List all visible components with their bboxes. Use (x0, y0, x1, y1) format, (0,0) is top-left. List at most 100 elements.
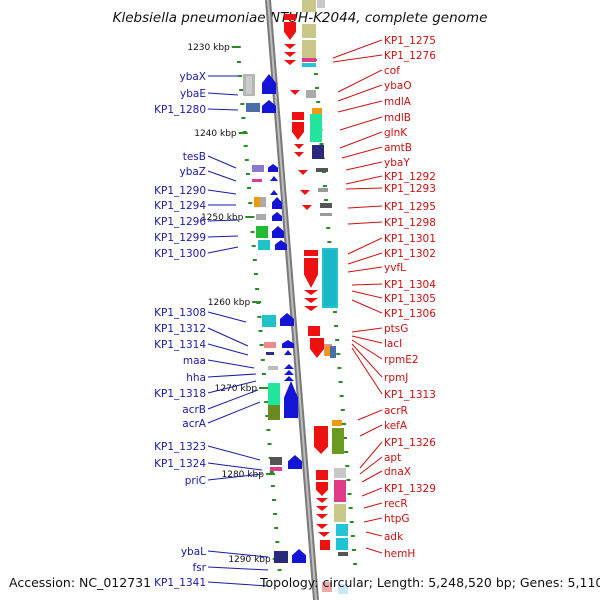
gene-arrow-forward (268, 164, 278, 172)
gene-label-forward[interactable]: KP1_1296 (154, 216, 206, 228)
gene-label-reverse[interactable]: mdlA (384, 96, 412, 108)
gene-label-reverse[interactable]: ptsG (384, 323, 408, 335)
gene-label-forward[interactable]: ybaL (181, 546, 206, 558)
gene-arrow-reverse (298, 170, 308, 175)
gene-label-reverse[interactable]: adk (384, 531, 404, 543)
gene-label-forward[interactable]: KP1_1314 (154, 339, 206, 351)
gene-label-forward[interactable]: maa (183, 355, 206, 367)
gene-label-reverse[interactable]: KP1_1302 (384, 248, 436, 260)
gene-label-reverse[interactable]: KP1_1326 (384, 437, 436, 449)
label-leader-line (345, 175, 383, 185)
scale-label: 1270 kbp (215, 384, 258, 394)
accession-text: Accession: NC_012731 (9, 575, 151, 590)
gene-label-reverse[interactable]: yvfL (384, 262, 406, 274)
gene-arrow-forward (270, 176, 278, 181)
gene-label-reverse[interactable]: KP1_1313 (384, 389, 436, 401)
gene-label-reverse[interactable]: KP1_1298 (384, 217, 436, 229)
gene-block (302, 40, 316, 58)
gene-label-reverse[interactable]: KP1_1276 (384, 50, 436, 62)
gene-label-forward[interactable]: ybaX (179, 71, 206, 83)
gene-label-forward[interactable]: KP1_1280 (154, 104, 206, 116)
gene-block (330, 346, 336, 358)
gene-label-forward[interactable]: KP1_1308 (154, 307, 206, 319)
gene-label-forward[interactable]: KP1_1294 (154, 200, 206, 212)
gene-label-reverse[interactable]: acrR (384, 405, 408, 417)
gene-arrow-forward (262, 100, 276, 113)
gene-label-forward[interactable]: ybaZ (179, 166, 206, 178)
gene-block (332, 420, 342, 426)
gene-label-forward[interactable]: acrA (182, 418, 207, 430)
label-leader-line (207, 170, 237, 182)
gene-block (325, 346, 330, 356)
gene-arrow-forward (280, 313, 294, 326)
gene-block (292, 112, 304, 120)
gene-label-reverse[interactable]: dnaX (384, 466, 411, 478)
gene-block (264, 342, 276, 348)
label-leader-line (351, 339, 383, 360)
label-leader-line (207, 389, 259, 410)
gene-block (312, 108, 322, 114)
gene-label-reverse[interactable]: apt (384, 452, 401, 464)
gene-label-forward[interactable]: tesB (183, 151, 206, 163)
gene-label-reverse[interactable]: KP1_1329 (384, 483, 436, 495)
gene-label-forward[interactable]: KP1_1323 (154, 441, 206, 453)
gene-label-reverse[interactable]: hemH (384, 548, 415, 560)
gene-block (268, 383, 280, 405)
gene-label-reverse[interactable]: kefA (384, 420, 408, 432)
label-leader-line (207, 189, 237, 195)
gene-arrow-forward (282, 340, 294, 348)
gene-label-forward[interactable]: KP1_1299 (154, 232, 206, 244)
gene-label-reverse[interactable]: rpmJ (384, 372, 408, 384)
gene-label-forward[interactable]: KP1_1318 (154, 388, 206, 400)
gene-block (334, 504, 346, 522)
gene-label-forward[interactable]: priC (185, 475, 206, 487)
gene-label-forward[interactable]: KP1_1341 (154, 577, 206, 589)
gene-arrow-reverse (304, 258, 318, 288)
gene-label-reverse[interactable]: ybaO (384, 80, 412, 92)
gene-arrow-forward (272, 226, 284, 238)
gene-label-reverse[interactable]: KP1_1275 (384, 35, 436, 47)
gene-arrow-reverse (316, 514, 328, 519)
gene-label-reverse[interactable]: KP1_1292 (384, 171, 436, 183)
gene-arrow-reverse (300, 190, 310, 195)
gene-label-reverse[interactable]: ybaY (384, 157, 410, 169)
label-leader-line (207, 373, 257, 378)
gene-label-forward[interactable]: KP1_1324 (154, 458, 206, 470)
gene-label-reverse[interactable]: KP1_1306 (384, 308, 436, 320)
label-leader-line (207, 327, 249, 347)
gene-block (306, 90, 316, 98)
gene-label-reverse[interactable]: htpG (384, 513, 410, 525)
gene-arrow-reverse (316, 524, 328, 529)
gene-labels[interactable]: ybaX ybaE KP1_1280 tesB ybaZ KP1_1290KP1_1294… (154, 35, 436, 589)
gene-block (338, 584, 348, 594)
gene-block (284, 14, 296, 20)
label-leader-line (207, 219, 239, 222)
gene-label-forward[interactable]: hha (186, 372, 206, 384)
gene-label-reverse[interactable]: glnK (384, 127, 408, 139)
gene-arrow-reverse (304, 290, 318, 295)
gene-label-reverse[interactable]: lacI (384, 338, 402, 350)
gene-block (246, 76, 252, 94)
gene-label-forward[interactable]: fsr (193, 562, 207, 574)
gene-label-reverse[interactable]: recR (384, 498, 408, 510)
gene-label-forward[interactable]: KP1_1312 (154, 323, 206, 335)
gene-label-reverse[interactable]: mdlB (384, 112, 411, 124)
gene-arrow-reverse (292, 122, 304, 140)
gene-block (336, 524, 348, 536)
gene-label-reverse[interactable]: amtB (384, 142, 412, 154)
gene-label-reverse[interactable]: rpmE2 (384, 354, 419, 366)
gene-label-reverse[interactable]: KP1_1305 (384, 293, 436, 305)
gene-features (243, 0, 348, 594)
gene-label-reverse[interactable]: KP1_1293 (384, 183, 436, 195)
gene-label-reverse[interactable]: KP1_1295 (384, 201, 436, 213)
gene-label-forward[interactable]: KP1_1290 (154, 185, 206, 197)
gene-label-reverse[interactable]: KP1_1301 (384, 233, 436, 245)
gene-label-forward[interactable]: acrB (182, 404, 206, 416)
gene-label-forward[interactable]: ybaE (180, 88, 206, 100)
gene-block (320, 540, 330, 550)
gene-label-forward[interactable]: KP1_1300 (154, 248, 206, 260)
gene-block (314, 426, 328, 438)
gene-label-reverse[interactable]: cof (384, 65, 400, 77)
gene-block (322, 582, 332, 592)
gene-label-reverse[interactable]: KP1_1304 (384, 279, 436, 291)
